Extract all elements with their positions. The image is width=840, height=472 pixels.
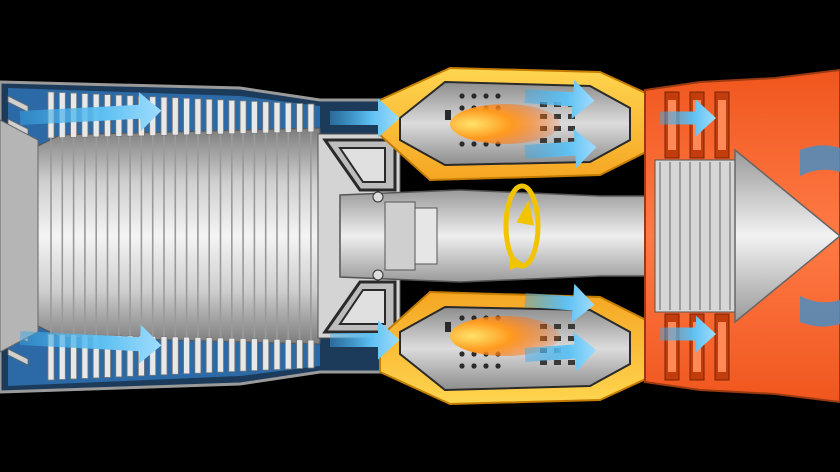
compressor-blade-top [171,97,179,136]
can-slot [540,138,547,143]
turbine-disc [654,159,736,313]
can-slot [554,360,561,365]
airflow-arrow-icon [660,99,717,137]
compressor-blade-bottom [183,336,191,375]
can-hole [483,93,489,99]
airflow-arrow-icon [19,324,162,364]
compressor-blade-top [228,99,236,135]
intake-vane [7,348,29,366]
can-hole [495,93,501,99]
compressor-blade-top [273,102,281,134]
flame-icon [450,104,560,144]
can-hole [459,315,465,321]
turbine-blade-top-face [718,100,726,150]
can-hole [471,363,477,369]
airflow-arrow-icon [524,79,595,119]
intake-spinner [0,119,39,353]
can-slot [554,138,561,143]
can-hole [459,141,465,147]
compressor-blade-top [205,98,213,135]
compressor-blade-bottom [307,339,315,369]
compressor-blade-bottom [296,339,304,369]
compressor-blade-top [217,99,224,135]
compressor-blade-top [194,98,202,136]
can-slot [554,324,561,329]
compressor-blade-bottom [160,336,168,376]
turbine-blade-bottom-face [718,322,726,372]
exhaust-cone [734,148,840,324]
can-slot [568,114,575,119]
can-hole [459,105,465,111]
turbine-blade-bottom-face [668,322,676,372]
can-slot [554,114,561,119]
airflow-arrow-icon [660,315,717,353]
can-hole [495,363,501,369]
compressor-blade-top [250,100,258,134]
compressor-blade-top [307,103,315,133]
compressor-blade-bottom [250,338,258,372]
airflow-arrow-icon [330,320,400,360]
compressor-blade-top [262,101,270,134]
compressor-section [0,80,392,394]
compressor-blade-top [284,102,292,133]
can-slot [568,336,575,341]
compressor-blade-bottom [262,338,270,371]
can-hole [459,363,465,369]
compressor-blade-bottom [194,336,202,374]
shaft-section [317,133,661,339]
can-slot [540,102,547,107]
turbine-section [644,68,840,404]
can-hole [483,363,489,369]
compressor-blade-top [160,96,168,136]
compressor-blade-top [239,100,247,134]
flame-icon [450,316,560,356]
airflow-arrows [19,79,717,372]
can-hole [471,141,477,147]
can-slot [568,138,575,143]
compressor-blade-bottom [228,337,236,373]
airflow-arrow-icon [19,92,162,132]
compressor-blade-top [296,103,304,133]
can-slot [540,360,547,365]
compressor-blade-bottom [273,338,281,370]
combustion-chamber-top [379,66,651,182]
can-slot [568,360,575,365]
rotation-arrow-icon [503,183,541,270]
can-slot [568,324,575,329]
compressor-blade-bottom [217,337,224,373]
compressor-blade-bottom [171,336,179,375]
compressor-blade-bottom [284,339,292,370]
compressor-blade-bottom [205,337,213,374]
airflow-arrow-icon [524,128,597,169]
can-slot [568,126,575,131]
airflow-arrow-icon [524,331,597,372]
airflow-arrow-icon [330,98,400,138]
turbine-blade-top-face [668,100,676,150]
combustion-chamber-bottom [379,290,651,406]
can-hole [459,351,465,357]
airflow-arrow-icon [524,283,595,323]
compressor-blade-bottom [239,338,247,372]
can-hole [459,93,465,99]
compressor-blade-top [183,97,191,136]
can-hole [471,93,477,99]
